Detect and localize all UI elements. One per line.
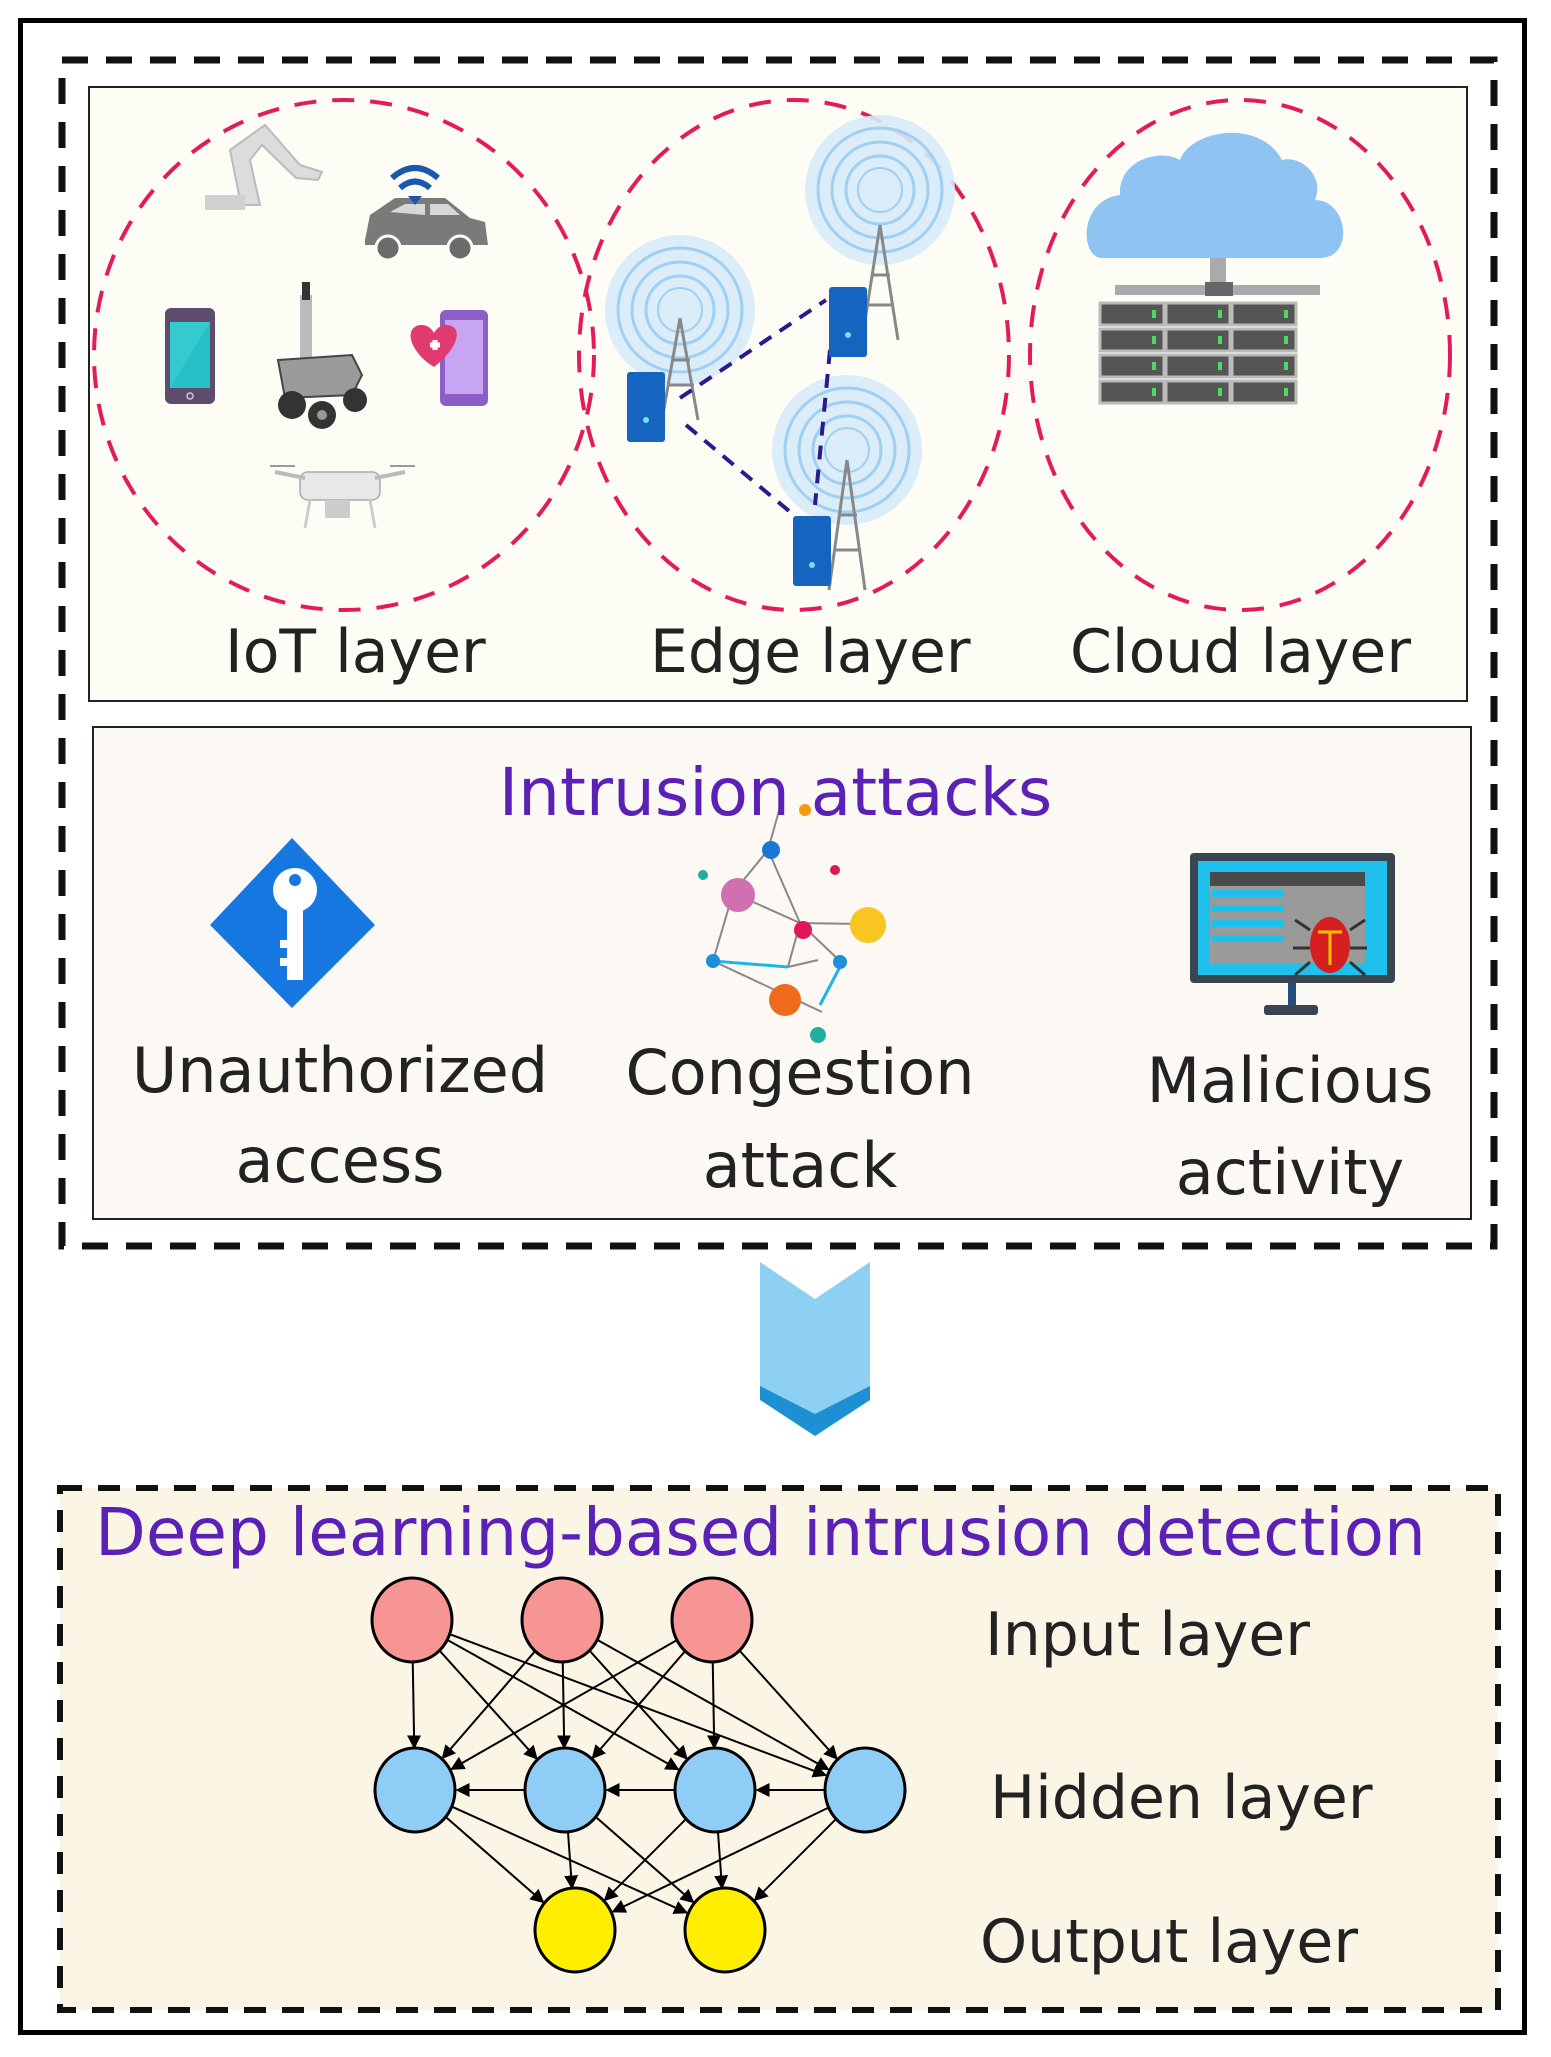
- hidden-node: [673, 1746, 757, 1834]
- edge-network-links: [678, 298, 832, 518]
- connection-arrow: [407, 1659, 422, 1750]
- edge-server-icon: [627, 287, 867, 586]
- attack-label-2-line1: Congestion: [625, 1036, 975, 1109]
- layers-illustration: [92, 98, 1452, 1436]
- intrusion-attacks-title: Intrusion attacks: [498, 754, 1053, 831]
- connection-arrow: [707, 1659, 722, 1750]
- connection-arrow: [753, 1817, 838, 1902]
- top-group-dashed-border: [58, 56, 1498, 1250]
- attack-label-2-line2: attack: [702, 1129, 898, 1202]
- output-node: [683, 1886, 767, 1974]
- cell-tower-icon: [605, 115, 955, 591]
- iot-layer-boundary: [92, 98, 596, 612]
- key-diamond-icon: [210, 838, 375, 1008]
- drone-icon: [270, 465, 415, 529]
- connected-car-icon: [365, 165, 488, 262]
- attack-label-1-line2: access: [235, 1124, 445, 1197]
- flow-arrow-icon: [760, 1262, 870, 1436]
- health-app-icon: [410, 310, 488, 406]
- detection-dashed-border: [57, 1485, 1501, 2013]
- connection-arrow: [450, 1639, 678, 1771]
- connection-arrow: [564, 1829, 579, 1890]
- attack-label-1-line1: Unauthorized: [131, 1034, 549, 1107]
- cloud-layer-boundary: [1028, 98, 1452, 612]
- edge-layer-boundary: [577, 98, 1011, 612]
- attack-label-3-line1: Malicious: [1146, 1044, 1434, 1117]
- connection-arrow: [738, 1649, 838, 1760]
- hidden-node: [373, 1746, 457, 1834]
- connection-arrow: [603, 1817, 688, 1902]
- output-node: [533, 1886, 617, 1974]
- cloud-icon: [1086, 132, 1344, 258]
- connection-arrow: [611, 1806, 830, 1913]
- connection-arrow: [444, 1815, 545, 1904]
- edge-layer-label: Edge layer: [650, 617, 971, 687]
- robot-arm-icon: [205, 123, 324, 210]
- input-node: [670, 1576, 754, 1664]
- connection-arrow: [591, 1649, 687, 1760]
- network-graph-icon: [698, 799, 886, 1043]
- iot-layer-label: IoT layer: [225, 617, 486, 687]
- detection-title: Deep learning-based intrusion detection: [95, 1494, 1426, 1571]
- smartphone-icon: [165, 308, 215, 404]
- cloud-layer-label: Cloud layer: [1070, 617, 1411, 687]
- input-node: [370, 1576, 454, 1664]
- input-node: [520, 1576, 604, 1664]
- server-rack-icon: [1098, 258, 1320, 405]
- hidden-node: [823, 1746, 907, 1834]
- hidden-node: [523, 1746, 607, 1834]
- attack-label-3-line2: activity: [1175, 1136, 1405, 1209]
- infected-monitor-icon: [1190, 853, 1395, 1015]
- input-layer-label: Input layer: [985, 1600, 1310, 1670]
- rover-robot-icon: [276, 282, 367, 429]
- connection-arrow: [441, 1649, 537, 1760]
- hidden-layer-label: Hidden layer: [990, 1763, 1373, 1833]
- output-layer-label: Output layer: [980, 1907, 1359, 1977]
